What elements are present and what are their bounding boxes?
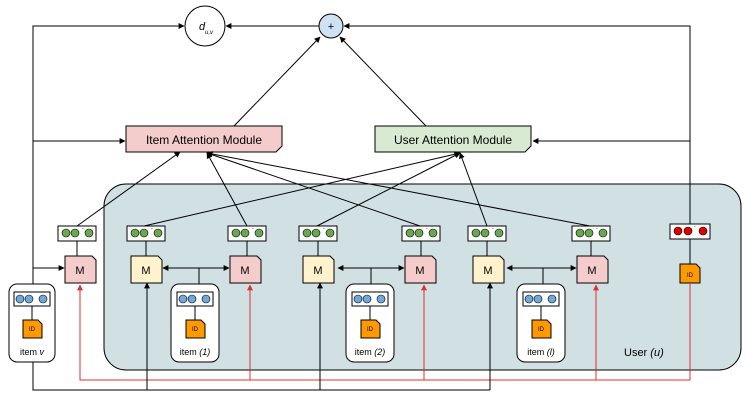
svg-text:-: - — [694, 224, 696, 230]
svg-text:ID: ID — [367, 327, 374, 333]
svg-text:+: + — [328, 21, 334, 33]
svg-text:-: - — [426, 226, 428, 232]
memory-item-1-pink: M — [229, 255, 262, 284]
vector-item-v: - — [57, 225, 97, 242]
item-card-v: ID item v — [8, 283, 56, 363]
svg-text:-: - — [323, 226, 325, 232]
svg-text:item (2): item (2) — [355, 347, 386, 357]
item-card-1: ID item (1) — [170, 283, 220, 363]
svg-text:M: M — [141, 265, 150, 277]
user-id-node: ID — [679, 263, 701, 284]
vector-item-1-left: - — [126, 225, 166, 242]
svg-text:M: M — [483, 265, 492, 277]
svg-text:-: - — [82, 226, 84, 232]
distance-node: d u,v — [184, 5, 226, 47]
svg-text:ID: ID — [29, 327, 36, 333]
svg-text:ID: ID — [538, 327, 545, 333]
memory-item-l-yellow: M — [472, 255, 505, 284]
memory-item-1-yellow: M — [130, 255, 163, 284]
sum-node: + — [318, 13, 344, 39]
vector-item-2-left: - — [298, 225, 338, 242]
svg-text:item v: item v — [20, 347, 45, 357]
vector-item-1-right: - — [227, 225, 267, 242]
svg-text:M: M — [587, 265, 596, 277]
svg-text:M: M — [240, 265, 249, 277]
svg-text:M: M — [313, 265, 322, 277]
user-attention-module: User Attention Module — [374, 125, 532, 153]
svg-text:Item Attention Module: Item Attention Module — [146, 133, 262, 147]
svg-text:item (1): item (1) — [180, 347, 211, 357]
item-attention-module: Item Attention Module — [125, 125, 283, 153]
memory-item-2-pink: M — [404, 255, 437, 284]
svg-text:u,v: u,v — [205, 30, 214, 36]
svg-text:ID: ID — [192, 327, 199, 333]
svg-text:-: - — [151, 226, 153, 232]
svg-text:M: M — [75, 265, 84, 277]
memory-item-l-pink: M — [576, 255, 609, 284]
memory-item-2-yellow: M — [302, 255, 335, 284]
svg-text:-: - — [492, 226, 494, 232]
memory-item-v: M — [64, 255, 97, 284]
user-label: User (u) — [624, 347, 664, 359]
svg-text:item (l): item (l) — [527, 347, 555, 357]
vector-item-l-left: - — [467, 225, 507, 242]
svg-text:User Attention Module: User Attention Module — [394, 133, 512, 147]
vector-user: - — [669, 223, 711, 240]
svg-text:M: M — [415, 265, 424, 277]
item-card-l: ID item (l) — [516, 283, 566, 363]
svg-text:ID: ID — [687, 273, 694, 279]
svg-text:-: - — [252, 226, 254, 232]
item-card-2: ID item (2) — [345, 283, 395, 363]
svg-text:-: - — [596, 226, 598, 232]
vector-item-2-right: - — [401, 225, 441, 242]
vector-item-l-right: - — [571, 225, 611, 242]
svg-text:d: d — [199, 21, 206, 33]
